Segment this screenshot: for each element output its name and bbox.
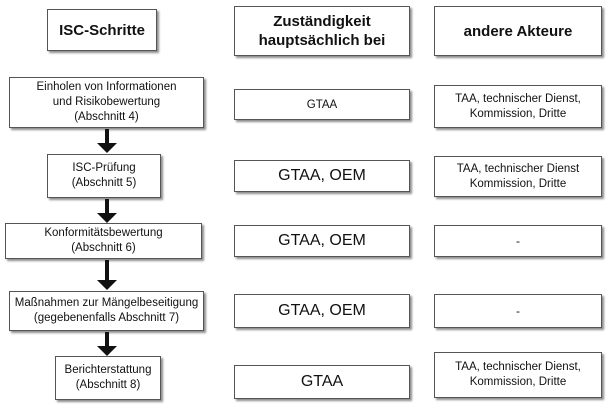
step-label: Konformitätsbewertung (Abschnitt 6) [44,227,163,254]
others-box-conformity: - [434,225,602,257]
responsibility-label: GTAA, OEM [278,302,366,319]
responsibility-label: GTAA [300,373,344,390]
flow-arrow-2 [97,199,117,223]
others-box-reporting: TAA, technischer Dienst, Kommission, Dri… [434,352,602,398]
step-label: Maßnahmen zur Mängelbeseitigung (gegeben… [14,297,199,324]
others-label: - [516,234,520,248]
responsibility-label: GTAA, OEM [278,167,366,184]
others-box-remedial: - [434,294,602,328]
step-label: Einholen von Informationen und Risikobew… [36,81,177,123]
responsibility-box-reporting: GTAA [234,365,410,399]
responsibility-box-remedial: GTAA, OEM [234,294,410,328]
header-steps: ISC-Schritte [47,9,157,51]
responsibility-label: GTAA, OEM [278,232,366,249]
flow-arrow-4 [97,332,117,356]
responsibility-box-isc-check: GTAA, OEM [234,160,410,192]
step-box-isc-check: ISC-Prüfung (Abschnitt 5) [47,154,161,198]
step-box-information: Einholen von Informationen und Risikobew… [9,77,204,128]
header-steps-label: ISC-Schritte [59,21,145,39]
step-label: Berichterstattung (Abschnitt 8) [64,364,152,391]
header-responsibility-label: Zuständigkeit hauptsächlich bei [258,13,386,49]
others-label: TAA, technischer Dienst, Kommission, Dri… [455,361,581,388]
header-responsibility: Zuständigkeit hauptsächlich bei [234,6,410,56]
responsibility-box-information: GTAA [234,89,410,120]
flow-arrow-3 [97,260,117,290]
others-label: - [516,304,520,318]
others-box-isc-check: TAA, technischer Dienst Kommission, Drit… [434,156,602,197]
others-label: TAA, technischer Dienst, Kommission, Dri… [455,92,581,120]
step-label: ISC-Prüfung (Abschnitt 5) [71,162,137,189]
others-box-information: TAA, technischer Dienst, Kommission, Dri… [434,85,602,128]
flow-arrow-1 [97,129,117,153]
header-others-label: andere Akteure [463,22,573,40]
others-label: TAA, technischer Dienst Kommission, Drit… [456,162,580,190]
step-box-reporting: Berichterstattung (Abschnitt 8) [55,356,161,400]
responsibility-label: GTAA [306,98,338,111]
responsibility-box-conformity: GTAA, OEM [234,225,410,257]
step-box-remedial: Maßnahmen zur Mängelbeseitigung (gegeben… [9,291,204,331]
step-box-conformity: Konformitätsbewertung (Abschnitt 6) [5,223,202,259]
header-others: andere Akteure [434,6,602,56]
